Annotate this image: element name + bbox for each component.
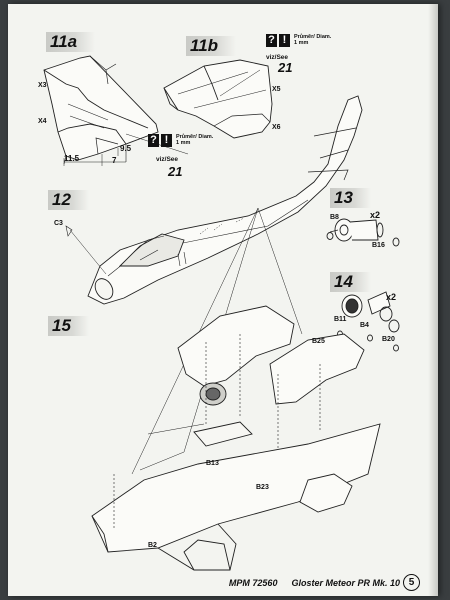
- step-12-number: 12: [48, 190, 89, 210]
- nacelle-15-illustration: [91, 305, 381, 571]
- wing-11a-illustration: [43, 55, 189, 166]
- drill-note-11a: ? ! Průměr/ Diam. 1 mm: [148, 134, 213, 147]
- paint-ref-11a: 21: [168, 164, 183, 179]
- step-11a-number: 11a: [46, 32, 96, 52]
- paint-ref-11b: 21: [278, 60, 293, 75]
- page-edge-shadow: [428, 4, 438, 596]
- part-label-b16: B16: [372, 242, 385, 249]
- assembly-drawing: [43, 55, 400, 571]
- part-label-x4: X4: [38, 118, 47, 125]
- jet-pipe-14-illustration: [337, 291, 400, 352]
- kit-code: MPM 72560: [228, 578, 278, 588]
- paint-see-label-11b: viz/See: [266, 54, 289, 61]
- drill-icon: !: [279, 34, 290, 47]
- drill-icon: !: [161, 134, 172, 147]
- instruction-page: 11a 11b 12 13 14 15 ? ! Průměr/ Diam. 1 …: [8, 4, 438, 596]
- part-label-x6: X6: [272, 124, 281, 131]
- part-label-c3: C3: [54, 220, 63, 227]
- kit-title: Gloster Meteor PR Mk. 10: [291, 578, 400, 588]
- step-14-number: 14: [330, 272, 371, 292]
- exhaust-13-illustration: [326, 218, 400, 247]
- drill-label: Průměr/ Diam.: [176, 134, 214, 140]
- part-label-b8: B8: [330, 214, 339, 221]
- question-icon: ?: [266, 34, 277, 47]
- part-label-x3: X3: [38, 82, 47, 89]
- part-label-b23: B23: [256, 484, 269, 491]
- quantity-13: x2: [370, 210, 381, 220]
- quantity-14: x2: [386, 292, 397, 302]
- part-label-b20: B20: [382, 336, 395, 343]
- dimension-7: 7: [112, 156, 117, 165]
- part-label-b4: B4: [360, 322, 369, 329]
- paint-see-label-11a: viz/See: [156, 156, 179, 163]
- page-number: 5: [403, 574, 420, 591]
- part-label-b25: B25: [312, 338, 325, 345]
- drill-size: 1 mm: [176, 140, 191, 146]
- part-label-b13: B13: [206, 460, 219, 467]
- part-label-b2: B2: [148, 542, 157, 549]
- drill-note-11b: ? ! Průměr/ Diam. 1 mm: [266, 34, 331, 47]
- page-footer: MPM 72560 Gloster Meteor PR Mk. 10: [229, 578, 400, 588]
- dimension-11-5: 11.5: [64, 154, 80, 163]
- fuselage-illustration: [65, 95, 363, 305]
- drill-size: 1 mm: [294, 40, 309, 46]
- part-label-b11: B11: [334, 316, 347, 323]
- drill-label: Průměr/ Diam.: [294, 34, 332, 40]
- step-15-number: 15: [48, 316, 89, 336]
- step-13-number: 13: [330, 188, 371, 208]
- step-11b-number: 11b: [186, 36, 237, 56]
- dimension-9-5: 9.5: [120, 144, 132, 153]
- question-icon: ?: [148, 134, 159, 147]
- wing-11b-illustration: [163, 59, 273, 139]
- part-label-x5: X5: [272, 86, 281, 93]
